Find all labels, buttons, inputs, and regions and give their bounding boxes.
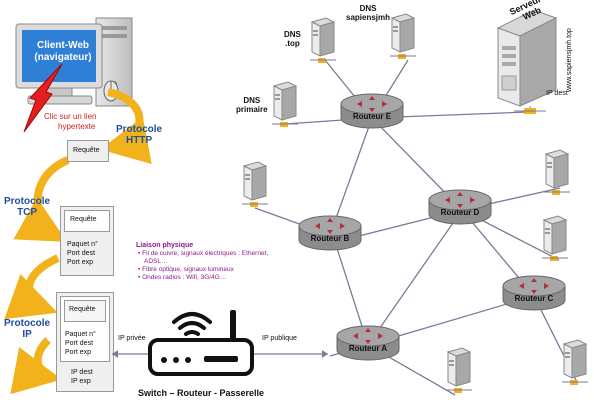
server-right-mid-icon: [540, 214, 570, 264]
click-text-line2: hypertexte: [58, 122, 96, 131]
tcp-request-box: Requête: [64, 210, 110, 232]
http-request-box: Requête: [67, 140, 109, 162]
physical-item-3: • Ondes radios : Wifi, 3G/4G…: [138, 274, 227, 281]
router-c-label: Routeur C: [514, 294, 554, 303]
tcp-request-label: Requête: [70, 216, 97, 223]
router-e-label: Routeur E: [352, 112, 392, 121]
client-title-line1: Client-Web: [36, 40, 90, 51]
web-server-icon: [496, 9, 558, 114]
server-bottom-icon: [444, 346, 474, 396]
router-icon: [336, 325, 400, 361]
dns-primary-server-icon: [270, 80, 300, 130]
router-icon: [340, 93, 404, 129]
gateway-device: [112, 310, 328, 376]
router-a: Routeur A: [335, 322, 401, 362]
dns-top-line1: DNS: [284, 30, 301, 39]
ip-packet: Requête Paquet n° Port dest Port exp IP …: [56, 292, 114, 392]
physical-item-2-text: Fibre optique, signaux lumineux: [142, 266, 234, 273]
router-b-label: Routeur B: [310, 234, 350, 243]
http-arrow: [100, 88, 152, 165]
physical-item-2: • Fibre optique, signaux lumineux: [138, 266, 234, 273]
protocol-tcp-line1: Protocole: [4, 196, 51, 207]
router-d-label: Routeur D: [440, 208, 480, 217]
router-b: Routeur B: [297, 212, 363, 252]
tcp-port-exp: Port exp: [67, 259, 94, 266]
lightning-icon: [23, 63, 63, 133]
protocol-tcp-line2: TCP: [17, 207, 38, 218]
dns-top-line2: .top: [285, 39, 300, 48]
ip-port-dest: Port dest: [65, 340, 94, 347]
router-e: Routeur E: [339, 90, 405, 130]
dns-primary-line1: DNS: [243, 96, 261, 105]
physical-item-1-text: Fil de cuivre, signaux électriques : Eth…: [142, 250, 269, 265]
router-box-icon: [148, 338, 254, 376]
ip-inner-tcp: Requête Paquet n° Port dest Port exp: [60, 296, 110, 362]
server-bottom-right-icon: [560, 338, 590, 388]
ip-arrow-1: [4, 254, 60, 320]
dns-sapiens-line2: sapiensjmh: [346, 13, 391, 22]
protocol-ip: Protocole IP: [4, 318, 50, 340]
tcp-packet: Requête Paquet n° Port dest Port exp: [60, 206, 114, 276]
client-title-line2: (navigateur): [34, 52, 92, 63]
router-c: Routeur C: [501, 272, 567, 312]
protocol-ip-line2: IP: [22, 329, 32, 340]
computer-icon: [15, 17, 133, 107]
gateway-ip-publique: IP publique: [262, 335, 297, 342]
protocol-tcp: Protocole TCP: [4, 196, 50, 218]
protocol-http-line2: HTTP: [126, 135, 153, 146]
tcp-port-dest: Port dest: [67, 250, 96, 257]
gateway-ip-privee: IP privée: [118, 335, 146, 342]
protocol-ip-line1: Protocole: [4, 318, 51, 329]
gateway-caption: Switch – Routeur - Passerelle: [138, 388, 265, 398]
click-text-line1: Clic sur un lien: [44, 112, 97, 121]
physical-title: Liaison physique: [136, 242, 194, 249]
ip-exp-label: IP exp: [71, 378, 91, 385]
ip-port-exp: Port exp: [65, 349, 92, 356]
router-icon: [428, 189, 492, 225]
server-right-top-icon: [542, 148, 572, 198]
wifi-icon: [172, 312, 212, 336]
physical-item-1: • Fil de cuivre, signaux électriques : E…: [138, 250, 269, 265]
antenna-icon: [230, 310, 236, 340]
router-a-label: Routeur A: [348, 344, 388, 353]
physical-link: Liaison physique • Fil de cuivre, signau…: [136, 242, 286, 282]
ip-arrow-2: [10, 337, 62, 395]
dns-sapiens-server-icon: [388, 12, 418, 62]
web-server-url: www.sapiensjmh.top: [566, 28, 573, 92]
dns-top-label: DNS .top: [284, 30, 301, 48]
web-server-ip-dest: IP dest: [546, 90, 568, 97]
dns-sapiens-line1: DNS: [359, 4, 377, 13]
ip-dest-label: IP dest: [71, 369, 93, 376]
dns-top-server-icon: [308, 16, 338, 66]
ip-request-box: Requête: [64, 300, 106, 322]
http-request-label: Requête: [73, 147, 100, 154]
router-icon: [502, 275, 566, 311]
tcp-paquet-no: Paquet n°: [67, 241, 98, 248]
dns-primary-label: DNS primaire: [236, 96, 268, 114]
dns-sapiens-label: DNS sapiensjmh: [346, 4, 390, 22]
protocol-http-line1: Protocole: [116, 124, 163, 135]
tcp-arrow: [13, 156, 70, 242]
physical-item-3-text: Ondes radios : Wifi, 3G/4G…: [142, 274, 227, 281]
ip-request-label: Requête: [69, 306, 96, 313]
ip-paquet-no: Paquet n°: [65, 331, 96, 338]
dns-primary-line2: primaire: [236, 105, 268, 114]
server-left-icon: [240, 160, 270, 210]
protocol-http: Protocole HTTP: [116, 124, 162, 146]
client-computer: Client-Web (navigateur): [14, 16, 140, 110]
router-d: Routeur D: [427, 186, 493, 226]
router-icon: [298, 215, 362, 251]
